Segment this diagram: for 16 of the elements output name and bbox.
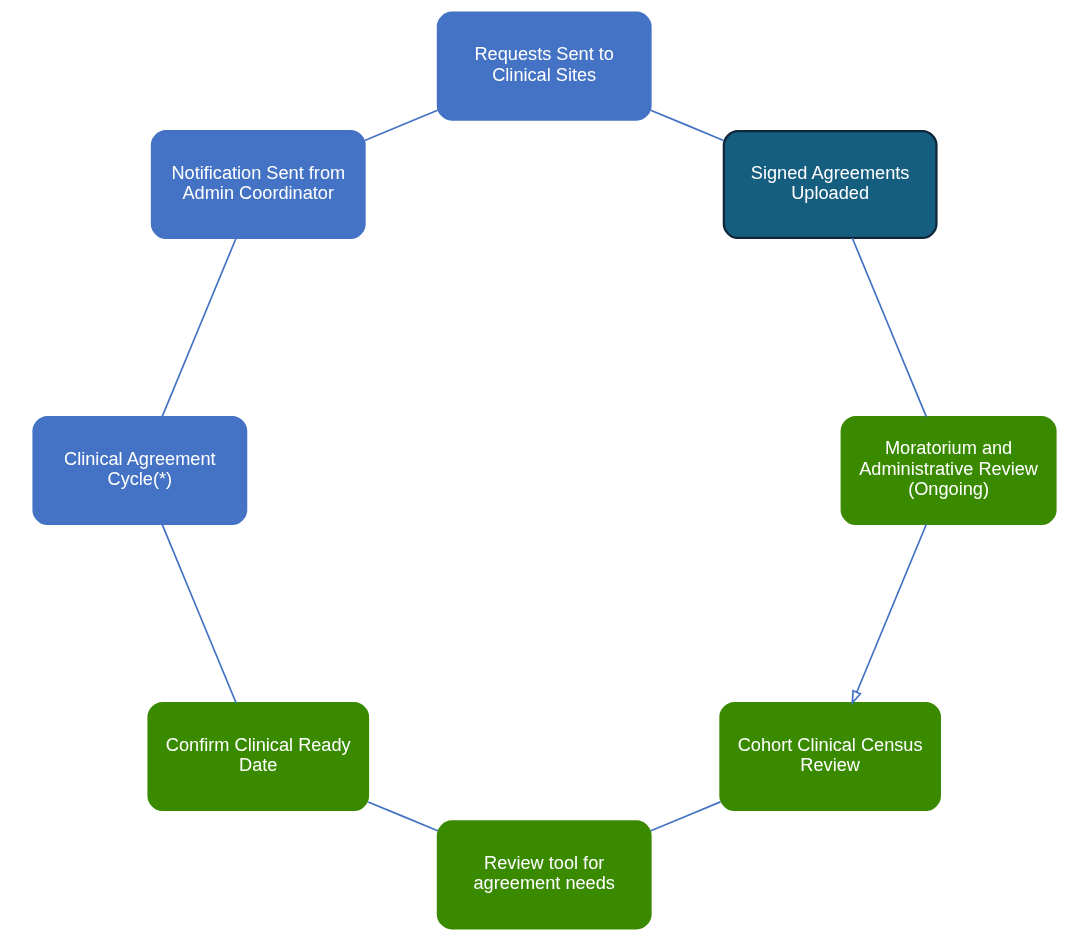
node-box: Notification Sent from Admin Coordinator bbox=[150, 130, 366, 240]
node-box: Signed Agreements Uploaded bbox=[722, 130, 938, 240]
node-box: Review tool for agreement needs bbox=[436, 820, 652, 930]
connector bbox=[161, 523, 237, 704]
node-box: Requests Sent to Clinical Sites bbox=[436, 11, 652, 121]
connector bbox=[851, 237, 928, 418]
node-box: Confirm Clinical Ready Date bbox=[147, 701, 370, 811]
arrow bbox=[851, 523, 928, 706]
node-box: Moratorium and Administrative Review (Ongoing) bbox=[840, 415, 1057, 526]
connector bbox=[649, 109, 725, 142]
node-box: Cohort Clinical Census Review bbox=[719, 701, 941, 811]
connector bbox=[367, 801, 439, 832]
node-box: Clinical Agreement Cycle(*) bbox=[32, 415, 248, 526]
connector bbox=[363, 109, 439, 142]
connector bbox=[649, 801, 722, 832]
connector bbox=[161, 237, 237, 418]
